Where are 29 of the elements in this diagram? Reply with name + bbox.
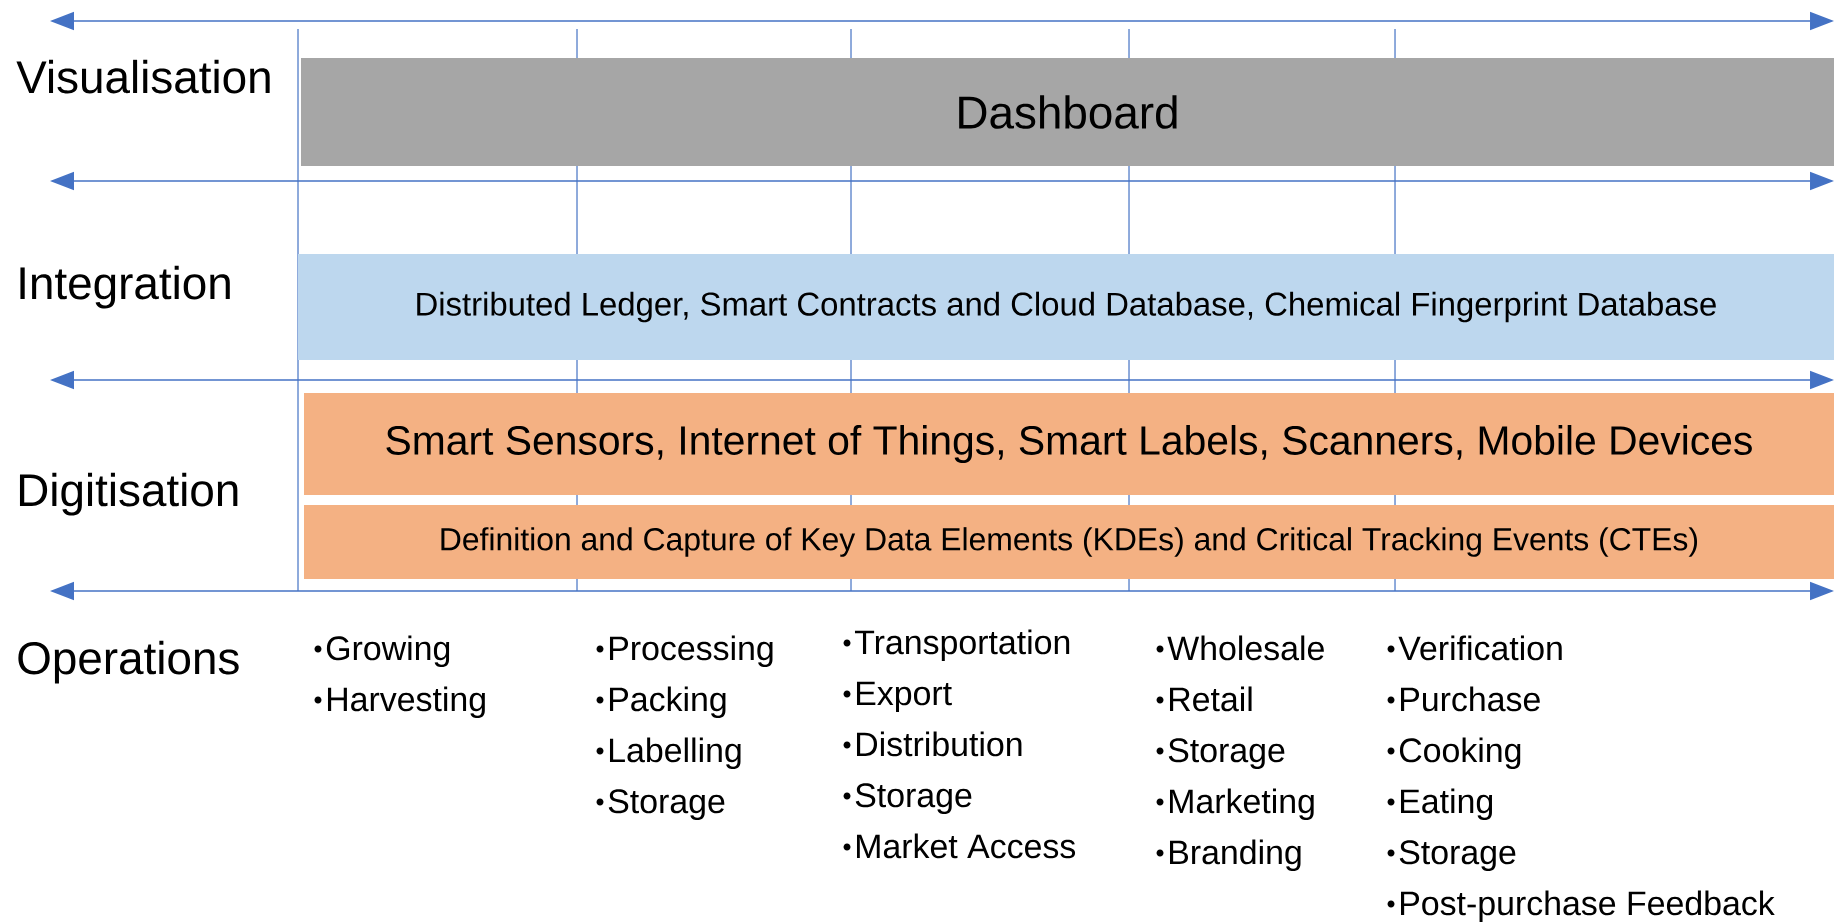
integration-bar: Distributed Ledger, Smart Contracts and Cloud Database, Chemical Fingerprint Database xyxy=(298,254,1834,360)
list-item: Branding xyxy=(1170,839,1301,872)
list-item: Post-purchase Feedback xyxy=(1401,890,1775,922)
technology-bar: Smart Sensors, Internet of Things, Smart Labels, Scanners, Mobile Devices xyxy=(304,393,1834,495)
list-item: Storage xyxy=(1168,738,1285,770)
list-item: Storage xyxy=(855,783,972,815)
list-item: Storage xyxy=(608,789,725,821)
list-item: Export xyxy=(857,681,952,713)
list-item: Verification xyxy=(1398,635,1562,661)
list-item: Purchase xyxy=(1401,686,1540,712)
list-item: Wholesale xyxy=(1167,635,1324,661)
list-item: Packing xyxy=(610,686,726,719)
list-item: Marketing xyxy=(1170,788,1314,821)
list-item: Labelling xyxy=(610,737,741,770)
row-label: Operations xyxy=(18,640,239,684)
row-label: Digitisation xyxy=(19,472,238,516)
list-item: Storage xyxy=(1399,840,1516,872)
data-elements-bar: Definition and Capture of Key Data Elements (KDEs) and Critical Tracking Events (CTEs) xyxy=(304,505,1834,579)
list-item: Market Access xyxy=(857,833,1076,859)
row-label: Integration xyxy=(20,265,230,309)
dashboard-bar: Dashboard xyxy=(301,58,1834,166)
list-item: Processing xyxy=(610,635,773,668)
list-item: Eating xyxy=(1401,788,1493,821)
list-item: Retail xyxy=(1170,686,1252,712)
list-item: Harvesting xyxy=(328,686,485,719)
list-item: Growing xyxy=(326,635,450,668)
list-item: Distribution xyxy=(857,731,1022,757)
list-item: Transportation xyxy=(854,629,1070,662)
list-item: Cooking xyxy=(1399,737,1521,770)
